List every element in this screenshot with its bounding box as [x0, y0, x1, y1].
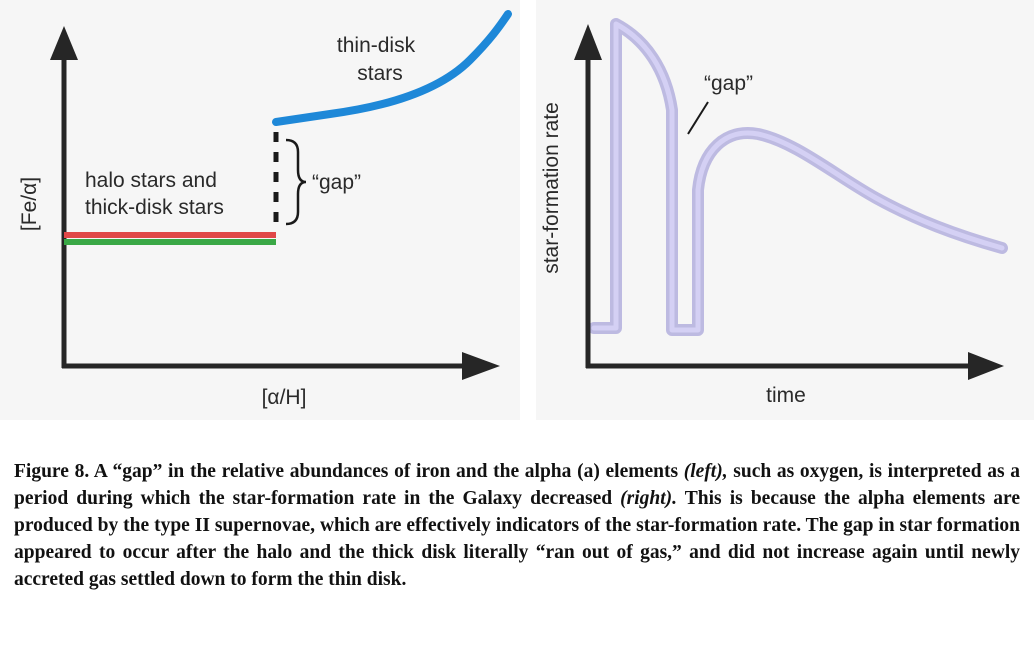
- thin-disk-label-line1: thin-disk: [337, 34, 416, 57]
- y-axis-label: [Fe/α]: [18, 177, 41, 231]
- gap-brace: [285, 138, 307, 226]
- caption-left-ref: (left),: [683, 461, 728, 482]
- figure-caption: Figure 8. A “gap” in the relative abunda…: [14, 458, 1020, 593]
- star-formation-curve: [588, 18, 1008, 336]
- star-formation-diagram: “gap” star-formation rate time: [540, 18, 1008, 407]
- thin-disk-curve: [272, 10, 512, 126]
- halo-label-line1: halo stars and: [85, 169, 217, 192]
- caption-mid: such as oxygen, is interpreted as a peri…: [14, 461, 1020, 509]
- halo-label-line2: thick-disk stars: [85, 196, 224, 219]
- x-axis-arrowhead: [462, 352, 500, 380]
- star-formation-diagram-panel: “gap” star-formation rate time: [536, 0, 1034, 420]
- abundance-diagram: thin-disk stars halo stars and thick-dis…: [18, 10, 512, 409]
- y-axis-arrowhead: [50, 26, 78, 60]
- x-axis-label: [α/H]: [262, 386, 307, 409]
- x-axis-label: time: [766, 384, 806, 407]
- caption-tail: This is because the alpha elements are p…: [14, 488, 1020, 590]
- caption-lead: Figure 8. A “gap” in the relative abunda…: [14, 461, 684, 482]
- gap-label: “gap”: [704, 72, 753, 95]
- gap-pointer-line: [687, 101, 709, 135]
- thin-disk-label-line2: stars: [357, 62, 403, 85]
- abundance-diagram-panel: thin-disk stars halo stars and thick-dis…: [0, 0, 520, 420]
- gap-label: “gap”: [312, 171, 361, 194]
- x-axis-arrowhead: [968, 352, 1004, 380]
- y-axis-arrowhead: [574, 24, 602, 60]
- star-formation-curve-core: [591, 21, 1005, 333]
- y-axis-label: star-formation rate: [540, 102, 563, 274]
- caption-right-ref: (right).: [620, 488, 678, 509]
